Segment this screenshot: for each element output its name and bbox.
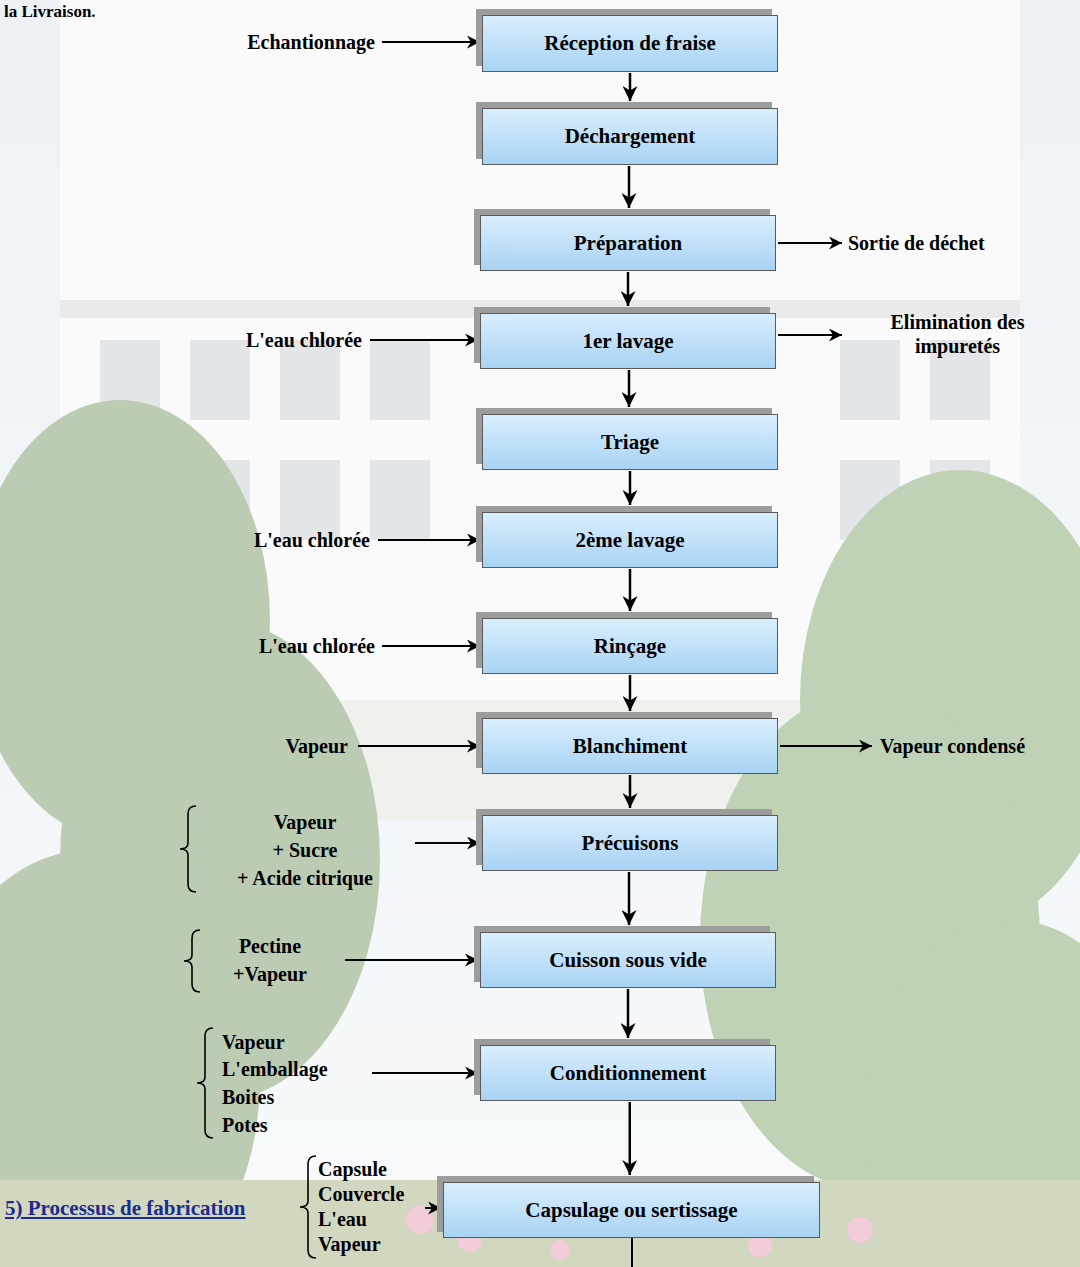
annotation-label: Capsule xyxy=(318,1158,423,1181)
process-label: Blanchiment xyxy=(573,734,687,758)
annotation-label: L'eau chlorée xyxy=(150,528,370,552)
annotation-label: Boites xyxy=(222,1085,372,1109)
process-label: Conditionnement xyxy=(550,1061,706,1085)
process-box: Triage xyxy=(482,414,778,470)
ground xyxy=(0,1180,1080,1267)
process-box: Blanchiment xyxy=(482,718,778,774)
process-label: Précuisons xyxy=(582,831,679,855)
process-label: Réception de fraise xyxy=(544,31,715,55)
section-heading: 5) Processus de fabrication xyxy=(5,1196,246,1221)
annotation-label: Couvercle xyxy=(318,1183,423,1206)
curly-brace xyxy=(197,1028,213,1138)
leader-arrow xyxy=(358,745,480,747)
process-box: 2ème lavage xyxy=(482,512,778,568)
process-box: 1er lavage xyxy=(480,313,776,369)
leader-arrow xyxy=(778,334,842,336)
leader-arrow xyxy=(415,842,480,844)
leader-arrow xyxy=(382,645,480,647)
annotation-label: la Livraison. xyxy=(4,2,204,22)
flow-arrow xyxy=(629,1102,632,1175)
annotation-label: Sortie de déchet xyxy=(848,231,1073,255)
process-label: 2ème lavage xyxy=(575,528,684,552)
flow-arrow xyxy=(627,989,630,1038)
leader-arrow xyxy=(345,959,478,961)
flow-arrow xyxy=(628,370,631,407)
leader-arrow xyxy=(780,745,872,747)
process-label: Préparation xyxy=(574,231,682,255)
annotation-label: L'eau chlorée xyxy=(150,328,362,352)
flow-arrow xyxy=(629,775,632,808)
process-label: 1er lavage xyxy=(582,329,673,353)
process-box: Préparation xyxy=(480,215,776,271)
flow-arrow xyxy=(629,73,632,101)
curly-brace xyxy=(300,1156,316,1258)
process-box: Réception de fraise xyxy=(482,15,778,72)
process-box: Déchargement xyxy=(482,108,778,165)
leader-arrow xyxy=(370,339,478,341)
leader-arrow xyxy=(378,539,480,541)
curly-brace xyxy=(180,806,196,892)
process-box: Cuisson sous vide xyxy=(480,932,776,988)
annotation-label: Vapeur xyxy=(318,1233,423,1256)
trees-left xyxy=(0,400,380,1267)
annotation-label: Vapeur xyxy=(200,810,410,834)
process-label: Déchargement xyxy=(565,124,696,148)
flow-arrow xyxy=(627,272,630,306)
annotation-label: Potes xyxy=(222,1113,372,1137)
annotation-label: Vapeur xyxy=(222,1030,372,1054)
annotation-label: + Acide citrique xyxy=(200,866,410,890)
process-box: Conditionnement xyxy=(480,1045,776,1101)
annotation-label: + Sucre xyxy=(200,838,410,862)
process-box: Précuisons xyxy=(482,815,778,871)
annotation-label: Vapeur condensé xyxy=(880,734,1075,758)
leader-arrows xyxy=(345,42,872,1267)
leader-arrow xyxy=(382,41,480,43)
annotation-label: L'eau xyxy=(318,1208,423,1231)
curly-brace xyxy=(184,930,200,992)
process-box: Rinçage xyxy=(482,618,778,674)
process-box: Capsulage ou sertissage xyxy=(443,1182,820,1238)
process-label: Cuisson sous vide xyxy=(549,948,707,972)
flow-arrow xyxy=(629,471,632,505)
leader-arrow xyxy=(778,242,842,244)
process-label: Triage xyxy=(601,430,659,454)
flow-continue-line xyxy=(631,1238,633,1267)
annotation-label: Elimination des impuretés xyxy=(850,310,1065,358)
leader-arrow xyxy=(425,1207,441,1209)
flow-arrow xyxy=(629,569,632,611)
process-label: Capsulage ou sertissage xyxy=(525,1198,737,1222)
leader-arrow xyxy=(372,1072,478,1074)
annotation-label: Pectine xyxy=(205,934,335,958)
flow-arrow xyxy=(629,675,632,711)
flow-arrow xyxy=(628,872,631,925)
annotation-label: +Vapeur xyxy=(205,962,335,986)
flow-arrow xyxy=(628,166,631,208)
annotation-label: Vapeur xyxy=(200,734,348,758)
process-label: Rinçage xyxy=(594,634,666,658)
annotation-label: L'emballage xyxy=(222,1057,372,1081)
annotation-label: Echantionnage xyxy=(150,30,375,54)
annotation-label: L'eau chlorée xyxy=(150,634,375,658)
